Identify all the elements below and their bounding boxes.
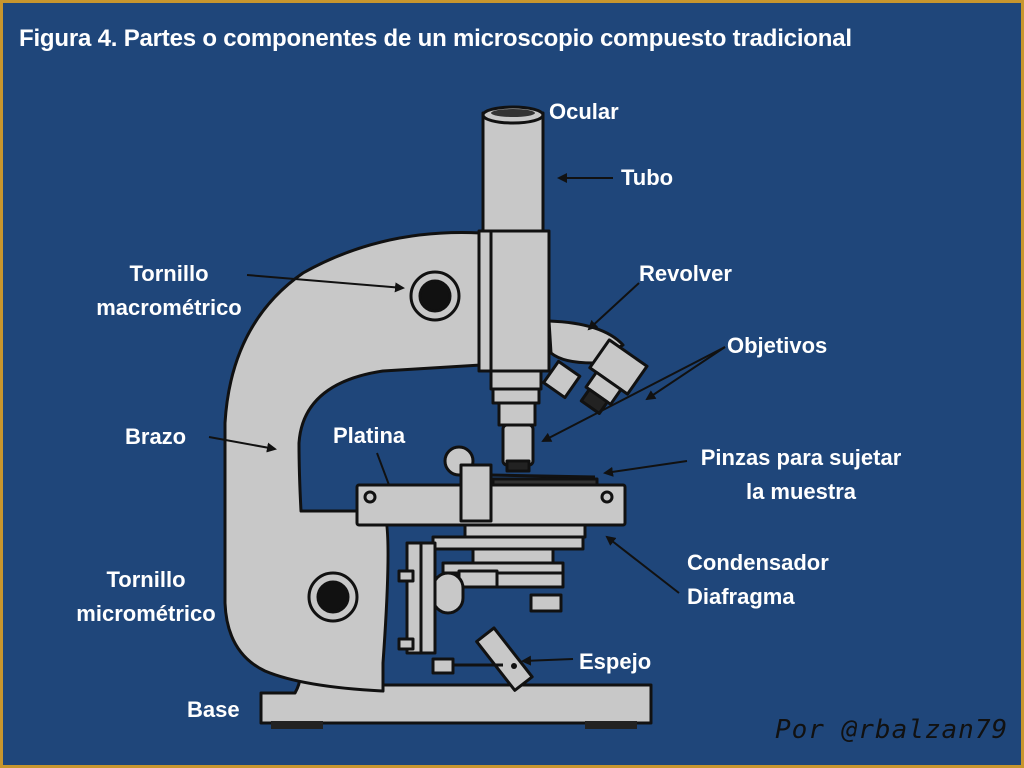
label-tornillo-micrometrico: Tornillo micrométrico [71, 563, 221, 631]
label-espejo: Espejo [579, 649, 652, 674]
arrow-revolver [587, 282, 640, 331]
arm-shape [223, 231, 483, 693]
tube-shape [481, 111, 545, 235]
condenser-shape [463, 523, 587, 539]
arrow-espejo [521, 655, 574, 666]
author-signature: Por @rbalzan79 [775, 715, 1009, 745]
arrow-pinzas [603, 460, 688, 477]
label-tubo: Tubo [621, 165, 674, 190]
label-platina: Platina [333, 423, 406, 448]
label-base: Base [187, 697, 240, 722]
arrow-condensador [605, 535, 680, 594]
label-tornillo-micro-line1: Tornillo [106, 567, 186, 592]
label-revolver: Revolver [639, 261, 732, 286]
arrow-objetivos-2 [541, 346, 726, 442]
label-pinzas: Pinzas para sujetar la muestra [693, 441, 909, 509]
mirror-shape [475, 626, 534, 692]
label-brazo: Brazo [125, 424, 187, 449]
microscope-illustration [208, 105, 726, 729]
clip-shape [459, 463, 493, 523]
label-tornillo-macro-line2: macrométrico [96, 295, 242, 320]
arrow-brazo [208, 436, 277, 453]
label-condensador: Condensador [687, 550, 829, 575]
label-objetivos: Objetivos [727, 333, 828, 358]
arrow-macro [246, 274, 405, 293]
arrow-platina [376, 452, 390, 486]
label-tornillo-micro-line2: micrométrico [76, 601, 216, 626]
label-pinzas-line2: la muestra [745, 479, 857, 504]
arrow-objetivos-1 [645, 346, 726, 401]
label-tornillo-macro-line1: Tornillo [129, 261, 209, 286]
label-tornillo-macrometrico: Tornillo macrométrico [89, 257, 249, 325]
label-ocular: Ocular [549, 99, 619, 124]
label-diafragma: Diafragma [687, 584, 795, 609]
label-pinzas-line1: Pinzas para sujetar [700, 445, 902, 470]
figure-title: Figura 4. Partes o componentes de un mic… [19, 25, 852, 52]
